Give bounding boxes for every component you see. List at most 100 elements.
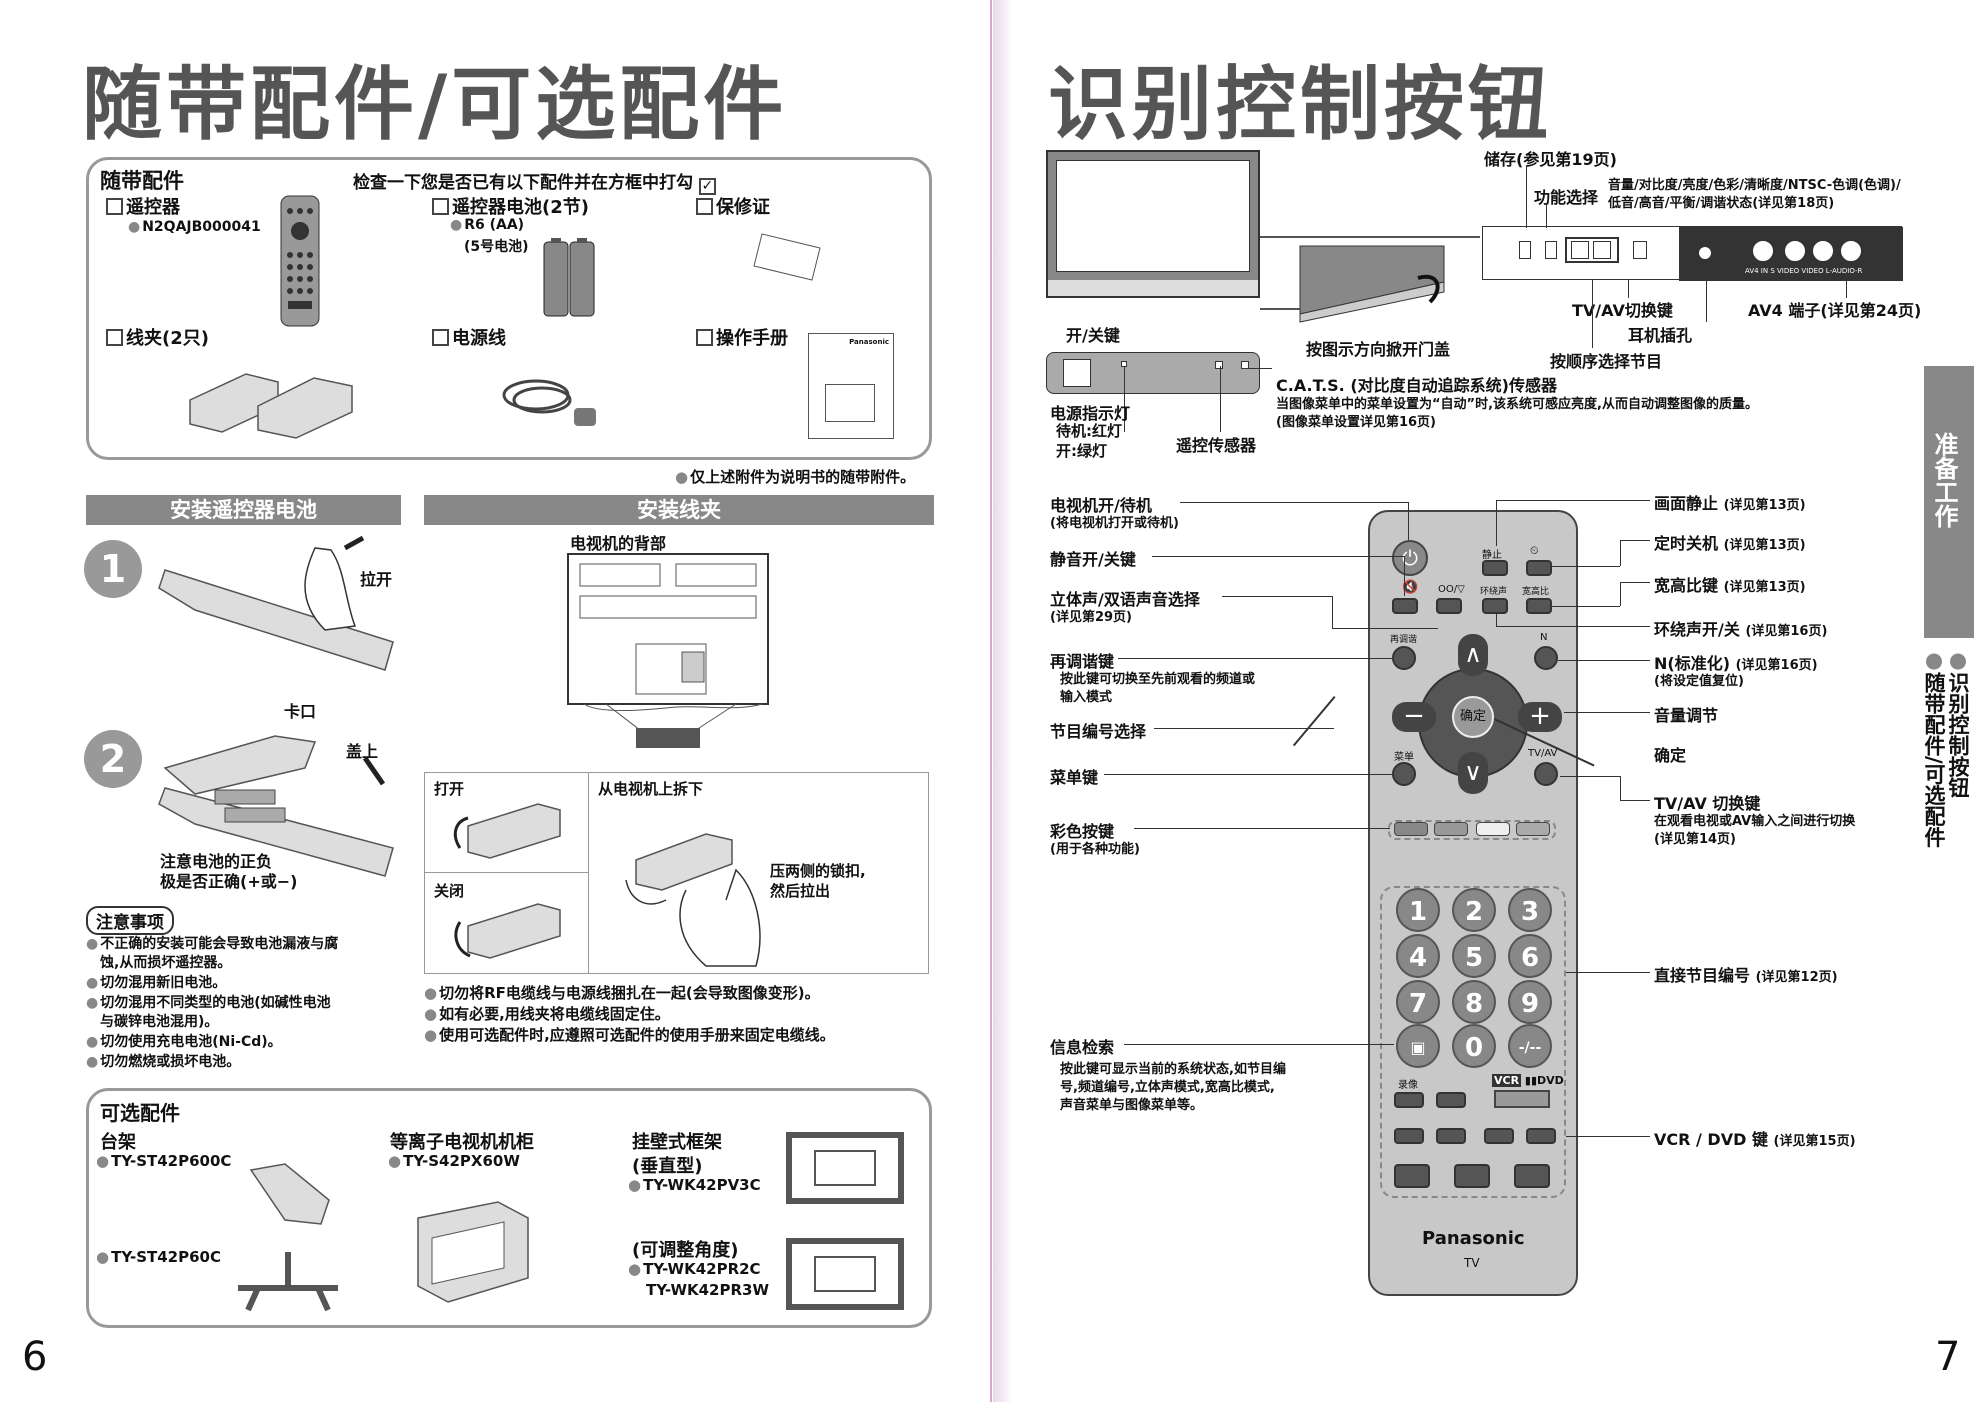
label-tvav-switch: TV/AV 切换键 <box>1654 794 1761 813</box>
label-aspect: 宽高比键 (详见第13页) <box>1654 576 1806 595</box>
red-button[interactable] <box>1394 822 1428 836</box>
page-divider <box>990 0 992 1402</box>
dash-button[interactable]: -/-- <box>1508 1024 1552 1068</box>
clamps-image <box>189 373 353 439</box>
stereo-button[interactable] <box>1436 598 1462 614</box>
tvav-button[interactable] <box>1534 762 1558 786</box>
power-led-standby: 待机:红灯 <box>1056 422 1122 440</box>
function-desc-1: 音量/对比度/亮度/色彩/清晰度/NTSC-色调(色调)/ <box>1608 178 1901 193</box>
page-title-left: 随带配件/可选配件 <box>82 58 788 151</box>
label-direct-channel: 直接节目编号 (详见第12页) <box>1654 966 1838 985</box>
still-button[interactable] <box>1482 560 1508 576</box>
item-clamps: 线夹(2只) <box>106 324 209 350</box>
optional-heading: 可选配件 <box>100 1101 180 1125</box>
item-warranty: 保修证 <box>696 193 770 219</box>
vcr-dvd-switch[interactable] <box>1494 1090 1550 1108</box>
num-1-button[interactable]: 1 <box>1396 888 1440 932</box>
door-label: 按图示方向掀开门盖 <box>1306 340 1451 359</box>
label-mute: 静音开/关键 <box>1050 550 1136 569</box>
menu-button[interactable] <box>1392 762 1416 786</box>
checkbox[interactable] <box>696 198 713 215</box>
checkbox[interactable] <box>696 329 713 346</box>
clamp-note: 使用可选配件时,应遵照可选配件的使用手册来固定电缆线。 <box>424 1024 835 1045</box>
surround-button[interactable] <box>1482 598 1508 614</box>
label-stereo: 立体声/双语声音选择 <box>1050 590 1200 609</box>
side-link-controls[interactable]: ●识别控制按钮 <box>1946 648 1970 798</box>
stop-button[interactable] <box>1394 1164 1430 1188</box>
num-2-button[interactable]: 2 <box>1452 888 1496 932</box>
num-4-button[interactable]: 4 <box>1396 934 1440 978</box>
num-6-button[interactable]: 6 <box>1508 934 1552 978</box>
normalize-button[interactable] <box>1534 646 1558 670</box>
label-recall: 再调谐键 <box>1050 652 1115 671</box>
remote-brand: Panasonic <box>1422 1228 1525 1249</box>
channel-down-button[interactable]: ∨ <box>1458 752 1488 794</box>
ch-down-button[interactable] <box>1394 1128 1424 1144</box>
play-button[interactable] <box>1514 1164 1550 1188</box>
power-button[interactable]: ⏻ <box>1392 540 1428 576</box>
function-select-label: 功能选择 <box>1534 188 1599 207</box>
ch-up-button[interactable] <box>1436 1128 1466 1144</box>
optional-box <box>86 1088 932 1328</box>
blue-button[interactable] <box>1516 822 1550 836</box>
power-led-on: 开:绿灯 <box>1056 442 1107 460</box>
info-button[interactable]: ▣ <box>1396 1024 1440 1068</box>
battery-open-image <box>158 535 394 671</box>
label-normalize: N(标准化) (详见第16页) <box>1654 654 1818 673</box>
num-7-button[interactable]: 7 <box>1396 980 1440 1024</box>
caution-item: 不正确的安装可能会导致电池漏液与腐 <box>86 933 338 953</box>
item-power-cord: 电源线 <box>432 324 506 350</box>
label-tvav-sub2: (详见第14页) <box>1654 832 1736 847</box>
volume-down-button[interactable]: − <box>1392 702 1436 732</box>
vcr-dvd-switch-label: VCR ▮▮DVD <box>1492 1074 1564 1087</box>
yellow-button[interactable] <box>1476 822 1510 836</box>
aspect-button[interactable] <box>1526 598 1552 614</box>
num-3-button[interactable]: 3 <box>1508 888 1552 932</box>
polarity-note-1: 注意电池的正负 <box>160 852 273 871</box>
fast-forward-button[interactable] <box>1526 1128 1556 1144</box>
side-link-accessories[interactable]: ●随带配件/可选配件 <box>1922 648 1946 848</box>
num-9-button[interactable]: 9 <box>1508 980 1552 1024</box>
headphone-label: 耳机插孔 <box>1628 326 1693 345</box>
volume-up-button[interactable]: + <box>1518 702 1562 732</box>
cabinet-label: 等离子电视机机柜 <box>390 1132 534 1153</box>
checkbox[interactable] <box>106 329 123 346</box>
clamp-open-image <box>453 803 561 859</box>
ok-button[interactable]: 确定 <box>1452 696 1494 738</box>
bracket-model-2: TY-WK42PR2C <box>628 1260 760 1278</box>
side-tab[interactable]: 准备工作 <box>1924 366 1974 638</box>
label-volume: 音量调节 <box>1654 706 1719 725</box>
clamp-note: 切勿将RF电缆线与电源线捆扎在一起(会导致图像变形)。 <box>424 982 820 1003</box>
cats-sensor-label: C.A.T.S. (对比度自动追踪系统)传感器 <box>1276 376 1557 395</box>
num-5-button[interactable]: 5 <box>1452 934 1496 978</box>
tv-rear-image <box>567 553 769 748</box>
bracket-adjustable: (可调整角度) <box>632 1240 739 1261</box>
checkbox[interactable] <box>106 198 123 215</box>
squeeze-label-2: 然后拉出 <box>770 882 831 900</box>
caution-item: 切勿混用新旧电池。 <box>86 972 226 992</box>
checkbox[interactable] <box>432 198 449 215</box>
off-timer-button[interactable] <box>1526 560 1552 576</box>
green-button[interactable] <box>1434 822 1468 836</box>
rewind-button[interactable] <box>1484 1128 1514 1144</box>
tv-rear-label: 电视机的背部 <box>570 534 667 553</box>
recall-button[interactable] <box>1392 646 1416 670</box>
channel-up-button[interactable]: ∧ <box>1458 634 1488 676</box>
supplied-heading: 随带配件 <box>100 169 184 193</box>
pause-button[interactable] <box>1454 1164 1490 1188</box>
stand-1-image <box>249 1163 330 1225</box>
side-control-panel: AV4 IN S VIDEO VIDEO L-AUDIO-R <box>1482 226 1903 281</box>
mute-button[interactable] <box>1392 598 1418 614</box>
label-stereo-sub: (详见第29页) <box>1050 610 1132 625</box>
clamp-open-label: 打开 <box>434 780 465 798</box>
num-0-button[interactable]: 0 <box>1452 1024 1496 1068</box>
remote-image <box>280 195 320 327</box>
av4-terminal-label: AV4 端子(详见第24页) <box>1748 301 1922 320</box>
record-button[interactable] <box>1394 1092 1424 1108</box>
vcr-power-button[interactable] <box>1436 1092 1466 1108</box>
num-8-button[interactable]: 8 <box>1452 980 1496 1024</box>
ir-sensor-label: 遥控传感器 <box>1176 436 1257 455</box>
mute-icon: 🔇 <box>1402 580 1419 595</box>
battery-size: (5号电池) <box>464 239 529 255</box>
checkbox[interactable] <box>432 329 449 346</box>
